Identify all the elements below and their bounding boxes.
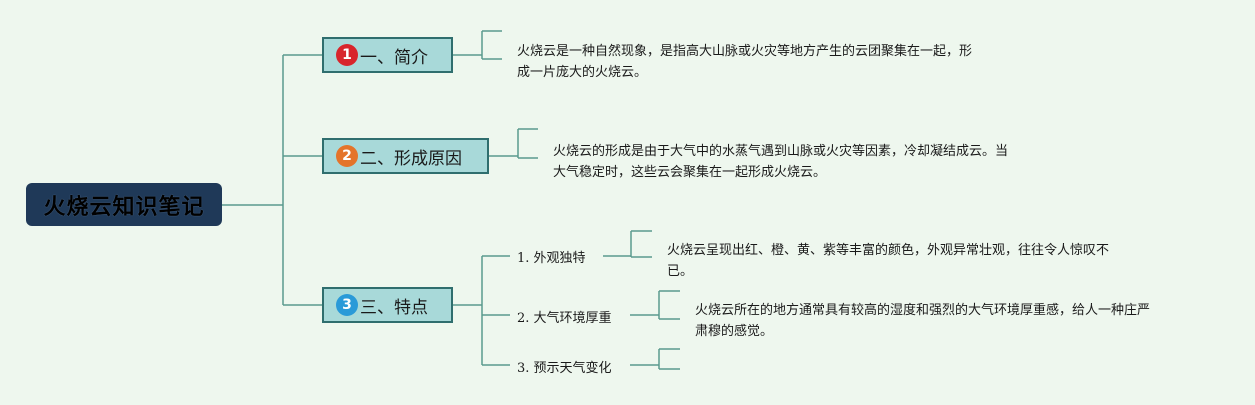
description-line: 已。 (667, 264, 694, 279)
root-topic[interactable]: 火烧云知识笔记 (26, 183, 222, 226)
root-title: 火烧云知识笔记 (43, 194, 205, 220)
subtopic-appearance[interactable]: 1. 外观独特 (517, 251, 586, 266)
description-line: 肃穆的感觉。 (695, 324, 774, 339)
atmosphere-description: 火烧云所在的地方通常具有较高的湿度和强烈的大气环境厚重感，给人一种庄严 肃穆的感… (695, 300, 1150, 342)
branch-intro-label: 一、简介 (360, 47, 428, 68)
description-line: 大气稳定时，这些云会聚集在一起形成火烧云。 (553, 165, 827, 180)
formation-description: 火烧云的形成是由于大气中的水蒸气遇到山脉或火灾等因素，冷却凝结成云。当 大气稳定… (553, 141, 1008, 183)
subtopic-weather-prediction[interactable]: 3. 预示天气变化 (517, 361, 612, 376)
branch-features[interactable]: 3 三、特点 (322, 287, 453, 323)
intro-description: 火烧云是一种自然现象，是指高大山脉或火灾等地方产生的云团聚集在一起，形 成一片庞… (517, 41, 972, 83)
description-line: 成一片庞大的火烧云。 (517, 65, 648, 80)
description-line: 火烧云的形成是由于大气中的水蒸气遇到山脉或火灾等因素，冷却凝结成云。当 (553, 144, 1009, 159)
description-line: 火烧云呈现出红、橙、黄、紫等丰富的颜色，外观异常壮观，往往令人惊叹不 (667, 243, 1110, 258)
number-two-icon: 2 (336, 145, 358, 167)
branch-features-label: 三、特点 (360, 297, 428, 318)
appearance-description: 火烧云呈现出红、橙、黄、紫等丰富的颜色，外观异常壮观，往往令人惊叹不 已。 (667, 240, 1109, 282)
description-line: 火烧云是一种自然现象，是指高大山脉或火灾等地方产生的云团聚集在一起，形 (517, 44, 973, 59)
branch-formation-label: 二、形成原因 (360, 148, 462, 169)
branch-formation-cause[interactable]: 2 二、形成原因 (322, 138, 489, 174)
number-one-icon: 1 (336, 44, 358, 66)
number-three-icon: 3 (336, 294, 358, 316)
description-line: 火烧云所在的地方通常具有较高的湿度和强烈的大气环境厚重感，给人一种庄严 (695, 303, 1151, 318)
subtopic-atmosphere[interactable]: 2. 大气环境厚重 (517, 311, 612, 326)
branch-intro[interactable]: 1 一、简介 (322, 37, 453, 73)
